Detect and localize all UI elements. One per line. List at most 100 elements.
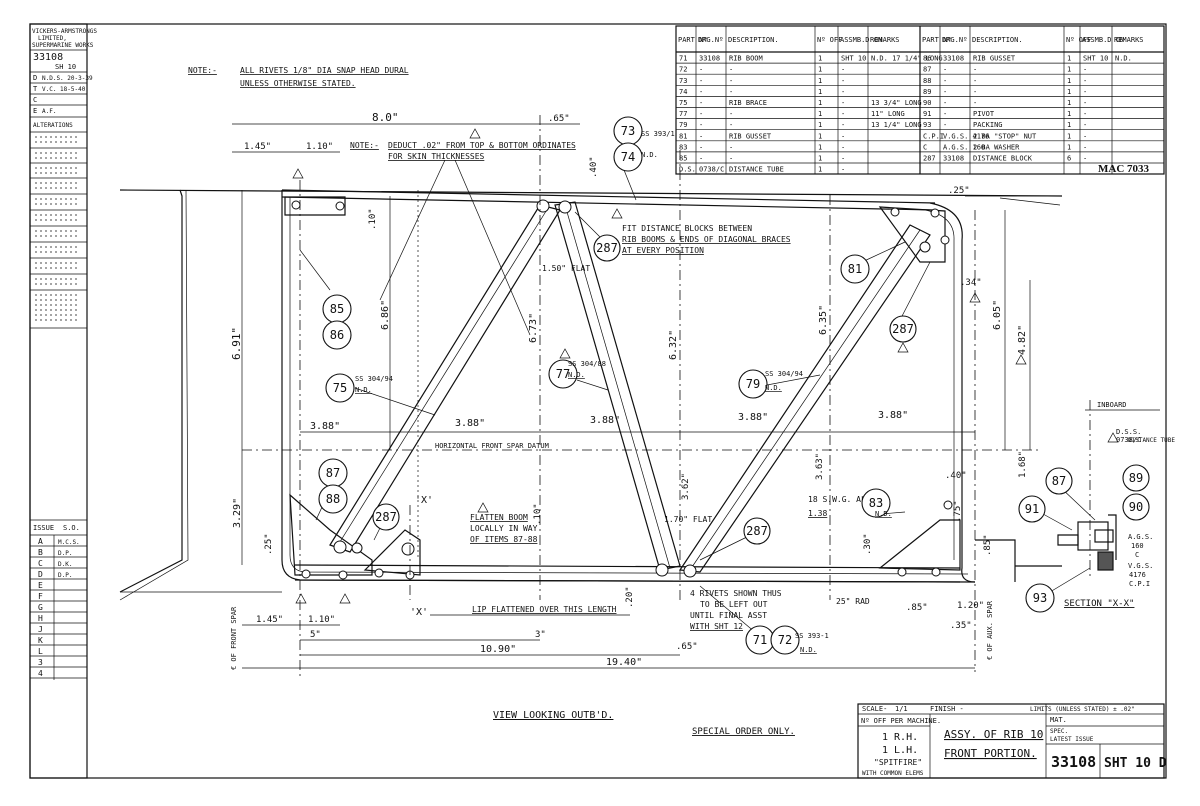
svg-text:5": 5" — [310, 630, 321, 640]
svg-text:FLATTEN BOOM: FLATTEN BOOM — [470, 513, 528, 522]
svg-text:SS 393-1: SS 393-1 — [795, 632, 829, 640]
parts-cell: 88 — [923, 77, 931, 85]
datum-label: HORIZONTAL FRONT SPAR DATUM — [435, 442, 549, 450]
lower-boom — [294, 564, 961, 583]
balloon-81 — [840, 254, 870, 284]
gusset-81 — [878, 206, 946, 263]
parts-cell: 86 — [923, 55, 931, 63]
balloon-label-83: 83 — [869, 496, 883, 510]
balloon-75 — [325, 373, 355, 403]
parts-cell: - — [729, 77, 733, 85]
svg-text:TO BE LEFT OUT: TO BE LEFT OUT — [700, 600, 768, 609]
svg-text:'X': 'X' — [410, 607, 428, 618]
drawing-number: 33108 — [1051, 753, 1096, 771]
svg-text:MAT.: MAT. — [1050, 716, 1067, 724]
svg-text:25" RAD: 25" RAD — [836, 597, 870, 606]
svg-text:3.88": 3.88" — [878, 410, 908, 421]
parts-cell: DISTANCE TUBE — [729, 166, 784, 174]
rib-brace-79 — [678, 224, 931, 573]
parts-cell: 91 — [923, 110, 931, 118]
svg-text:1.10": 1.10" — [306, 142, 333, 152]
section-label: SECTION "X-X" — [1064, 599, 1134, 609]
svg-text:19.40": 19.40" — [606, 657, 642, 668]
parts-cell: 74 — [679, 88, 687, 96]
issue-letter: C — [38, 559, 43, 568]
svg-text:D: D — [33, 74, 37, 82]
parts-cell: - — [841, 143, 845, 151]
svg-text:N.D.S. 20-3-39: N.D.S. 20-3-39 — [42, 75, 93, 82]
svg-text:.40": .40" — [589, 156, 599, 178]
svg-text:6.05": 6.05" — [992, 300, 1003, 330]
parts-cell: - — [699, 66, 703, 74]
svg-text:D.S.S.: D.S.S. — [1116, 428, 1141, 436]
parts-cell: - — [841, 155, 845, 163]
svg-text:OF ITEMS 87-88: OF ITEMS 87-88 — [470, 535, 538, 544]
balloon-88 — [318, 484, 348, 514]
parts-cell: - — [729, 110, 733, 118]
parts-cell: D.S. — [679, 166, 696, 174]
balloon-label-79: 79 — [746, 377, 760, 391]
balloon-label-93: 93 — [1033, 591, 1047, 605]
revision-markers — [292, 128, 1119, 604]
svg-text:NOTE:-: NOTE:- — [350, 141, 379, 150]
balloon-label-287: 287 — [375, 510, 397, 524]
balloon-label-75: 75 — [333, 381, 347, 395]
alterations-heading: ALTERATIONS — [33, 122, 73, 129]
skin-deduct-note: NOTE:- DEDUCT .02" FROM TOP & BOTTOM ORD… — [350, 141, 576, 336]
balloon-79 — [738, 369, 768, 399]
balloon-label-287: 287 — [892, 322, 914, 336]
svg-text:.25": .25" — [264, 533, 274, 555]
parts-cell: - — [699, 132, 703, 140]
parts-cell: 1 — [1067, 143, 1071, 151]
svg-text:1.38: 1.38 — [808, 509, 827, 518]
svg-text:10.90": 10.90" — [480, 644, 516, 655]
strip-sheet: SH 10 — [55, 63, 76, 71]
balloon-93 — [1025, 583, 1055, 613]
parts-cell: - — [699, 88, 703, 96]
svg-text:WITH SHT 12: WITH SHT 12 — [690, 622, 743, 631]
parts-cell: - — [1083, 143, 1087, 151]
svg-text:UNLESS OTHERWISE STATED.: UNLESS OTHERWISE STATED. — [240, 79, 356, 88]
parts-cell: 1 — [1067, 110, 1071, 118]
parts-cell: 1 — [818, 132, 822, 140]
svg-text:3.63": 3.63" — [815, 453, 825, 480]
issue-letter: G — [38, 603, 43, 612]
svg-text:.34": .34" — [960, 278, 982, 288]
svg-text:1 R.H.: 1 R.H. — [882, 732, 918, 743]
drawing-reference: MAC 7033 — [1098, 163, 1150, 175]
parts-cell: 93 — [923, 121, 931, 129]
parts-cell: - — [841, 121, 845, 129]
parts-cell: C.P.I — [923, 132, 944, 140]
svg-text:N.D.: N.D. — [800, 646, 817, 654]
svg-text:18 S.W.G. ALCLAD: 18 S.W.G. ALCLAD — [808, 495, 885, 504]
svg-text:.65": .65" — [548, 114, 570, 124]
svg-text:6.35": 6.35" — [818, 305, 829, 335]
svg-text:RIB BOOMS & ENDS OF DIAGONAL B: RIB BOOMS & ENDS OF DIAGONAL BRACES — [622, 235, 791, 244]
balloon-label-87-section: 87 — [1052, 474, 1066, 488]
parts-cell: - — [1083, 110, 1087, 118]
issue-signoff: M.C.S. — [58, 539, 80, 546]
parts-cell: - — [841, 99, 845, 107]
parts-cell: 87 — [923, 66, 931, 74]
parts-cell: C — [923, 143, 927, 151]
parts-cell: 89 — [923, 88, 931, 96]
rib-brace-77 — [554, 201, 681, 571]
svg-text:6.32": 6.32" — [668, 330, 679, 360]
aux-spar-label: € OF AUX. SPAR — [986, 600, 994, 660]
parts-cell: - — [943, 121, 947, 129]
upper-contour — [119, 189, 1063, 197]
parts-cell: - — [699, 155, 703, 163]
svg-text:4 RIVETS SHOWN THUS: 4 RIVETS SHOWN THUS — [690, 589, 782, 598]
svg-text:3": 3" — [535, 630, 546, 640]
parts-cell: 1 — [818, 121, 822, 129]
svg-text:3.88": 3.88" — [738, 412, 768, 423]
left-title-strip: VICKERS-ARMSTRONGS LIMITED, SUPERMARINE … — [29, 23, 97, 779]
svg-text:LIMITS (UNLESS STATED) ± .02": LIMITS (UNLESS STATED) ± .02" — [1030, 706, 1135, 713]
parts-cell: 0738/C — [699, 166, 724, 174]
svg-text:N.D.: N.D. — [355, 386, 372, 394]
balloon-label-86: 86 — [330, 328, 344, 342]
parts-cell: PIVOT — [973, 110, 995, 118]
